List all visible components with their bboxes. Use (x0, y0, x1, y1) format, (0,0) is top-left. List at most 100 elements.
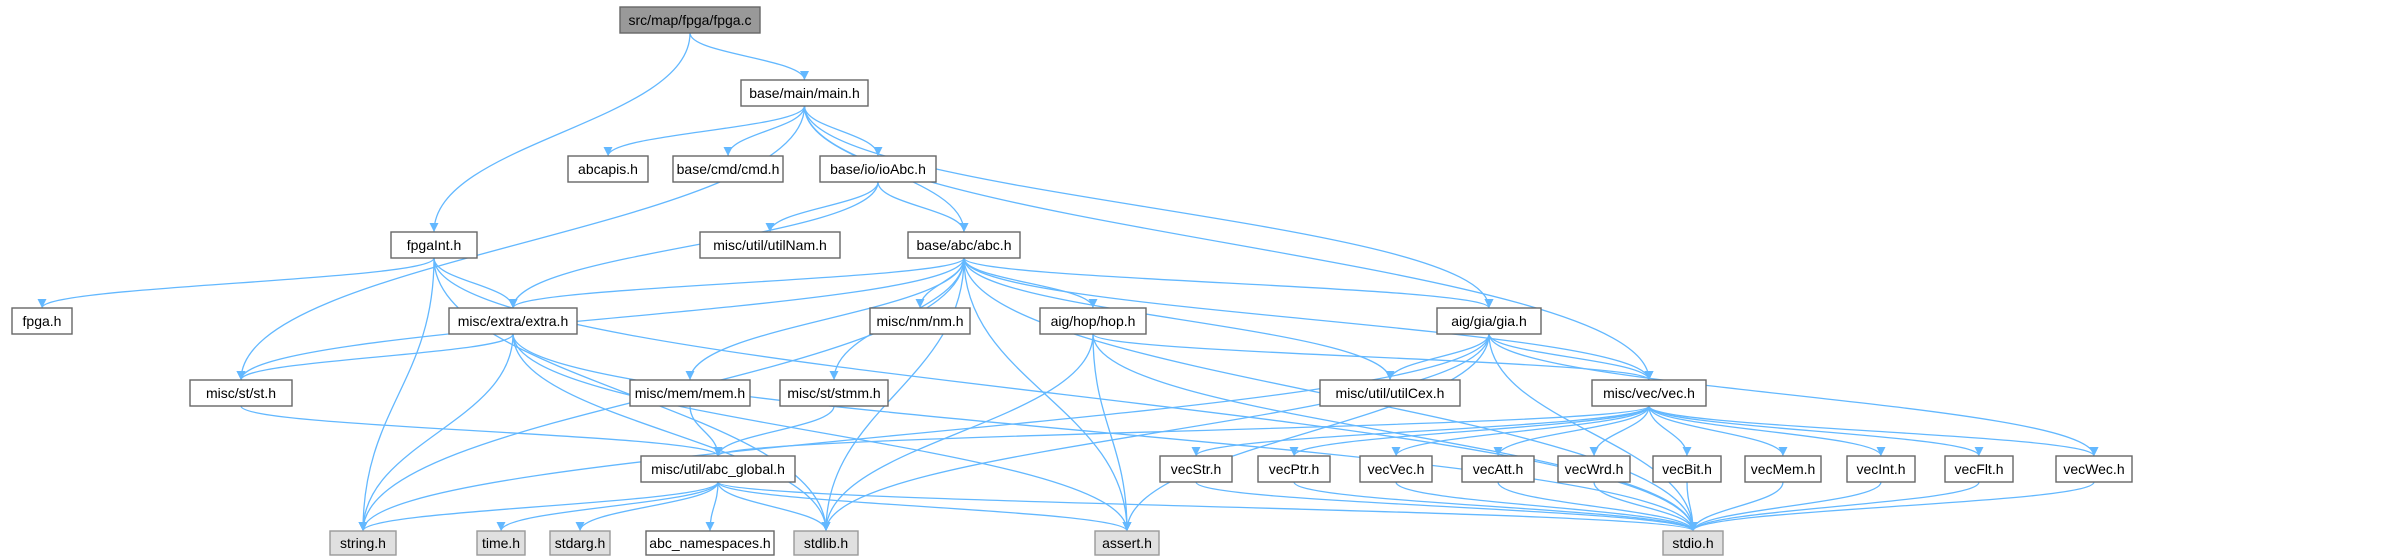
node-box-time_h (476, 530, 526, 556)
edge-extra_h-to-assert_h (512, 333, 1132, 532)
node-abcapis_h[interactable]: abcapis.h (567, 155, 649, 183)
node-vec_h[interactable]: misc/vec/vec.h (1591, 379, 1707, 407)
node-utilNam_h[interactable]: misc/util/utilNam.h (699, 231, 841, 259)
node-box-vecFlt_h (1944, 455, 2014, 483)
node-vecInt_h[interactable]: vecInt.h (1846, 455, 1916, 483)
node-label-fpga_c: src/map/fpga/fpga.c (629, 12, 752, 28)
edge-hop_h-to-vec_h (1092, 333, 1654, 381)
edge-abc_h-to-st_h (236, 257, 965, 381)
node-box-vecVec_h (1359, 455, 1433, 483)
node-ioAbc_h[interactable]: base/io/ioAbc.h (819, 155, 937, 183)
edge-abc_h-to-assert_h (963, 257, 1132, 532)
node-vecWrd_h[interactable]: vecWrd.h (1557, 455, 1631, 483)
edge-vecInt_h-to-stdio_h (1688, 481, 1882, 532)
node-vecBit_h[interactable]: vecBit.h (1652, 455, 1722, 483)
node-assert_h[interactable]: assert.h (1094, 530, 1160, 556)
node-vecVec_h[interactable]: vecVec.h (1359, 455, 1433, 483)
edge-fpga_c-to-fpgaInt_h (429, 32, 691, 233)
node-main_h[interactable]: base/main/main.h (740, 79, 869, 107)
edge-ioAbc_h-to-abc_h (877, 181, 969, 233)
edge-vecVec_h-to-stdio_h (1395, 481, 1698, 532)
node-hop_h[interactable]: aig/hop/hop.h (1039, 307, 1147, 335)
node-box-ioAbc_h (819, 155, 937, 183)
node-box-st_h (189, 379, 293, 407)
edge-main_h-to-vec_h (803, 105, 1654, 381)
node-label-fpgaInt_h: fpgaInt.h (407, 237, 462, 253)
edge-gia_h-to-vec_h (1488, 333, 1654, 381)
node-label-stmm_h: misc/st/stmm.h (787, 385, 880, 401)
node-utilCex_h[interactable]: misc/util/utilCex.h (1319, 379, 1461, 407)
node-box-abc_global_h (640, 455, 796, 483)
node-label-vecWec_h: vecWec.h (2063, 461, 2124, 477)
node-stmm_h[interactable]: misc/st/stmm.h (779, 379, 889, 407)
node-stdio_h[interactable]: stdio.h (1662, 530, 1724, 556)
node-label-mem_h: misc/mem/mem.h (635, 385, 745, 401)
edge-vecStr_h-to-stdio_h (1195, 481, 1698, 532)
node-vecFlt_h[interactable]: vecFlt.h (1944, 455, 2014, 483)
node-label-utilCex_h: misc/util/utilCex.h (1336, 385, 1445, 401)
edge-main_h-to-abcapis_h (603, 105, 806, 157)
edge-abc_global_h-to-stdarg_h (575, 481, 719, 532)
node-label-utilNam_h: misc/util/utilNam.h (713, 237, 827, 253)
edge-vec_h-to-vecWrd_h (1589, 405, 1650, 457)
edge-extra_h-to-string_h (358, 333, 514, 532)
node-time_h[interactable]: time.h (476, 530, 526, 556)
edge-vec_h-to-vecBit_h (1648, 405, 1692, 457)
edge-abc_global_h-to-stdlib_h (717, 481, 831, 532)
node-label-main_h: base/main/main.h (749, 85, 860, 101)
node-abc_namespaces_h[interactable]: abc_namespaces.h (645, 530, 775, 556)
node-label-abcapis_h: abcapis.h (578, 161, 638, 177)
node-label-stdio_h: stdio.h (1672, 535, 1713, 551)
node-label-vecAtt_h: vecAtt.h (1473, 461, 1524, 477)
edge-vec_h-to-vecStr_h (1191, 405, 1650, 457)
nodes-layer: src/map/fpga/fpga.c base/main/main.h fpgaI… (11, 6, 2133, 556)
edge-main_h-to-cmd_h (723, 105, 806, 157)
edge-fpga_c-to-main_h (689, 32, 809, 81)
node-box-abc_h (907, 231, 1021, 259)
node-vecMem_h[interactable]: vecMem.h (1744, 455, 1822, 483)
node-fpgaInt_h[interactable]: fpgaInt.h (390, 231, 478, 259)
node-abc_global_h[interactable]: misc/util/abc_global.h (640, 455, 796, 483)
node-extra_h[interactable]: misc/extra/extra.h (448, 307, 578, 335)
node-label-abc_namespaces_h: abc_namespaces.h (649, 535, 770, 551)
node-label-vecWrd_h: vecWrd.h (1565, 461, 1624, 477)
node-gia_h[interactable]: aig/gia/gia.h (1436, 307, 1542, 335)
node-label-fpga_h: fpga.h (23, 313, 62, 329)
edge-vec_h-to-abc_global_h (713, 405, 1650, 457)
edge-gia_h-to-vecWec_h (1488, 333, 2099, 457)
node-mem_h[interactable]: misc/mem/mem.h (629, 379, 751, 407)
node-vecWec_h[interactable]: vecWec.h (2055, 455, 2133, 483)
edge-fpgaInt_h-to-fpga_h (37, 257, 435, 309)
node-vecAtt_h[interactable]: vecAtt.h (1461, 455, 1535, 483)
node-fpga_c[interactable]: src/map/fpga/fpga.c (619, 6, 761, 34)
edge-fpgaInt_h-to-string_h (358, 257, 435, 532)
node-stdlib_h[interactable]: stdlib.h (793, 530, 859, 556)
node-label-vecStr_h: vecStr.h (1171, 461, 1222, 477)
node-label-vecFlt_h: vecFlt.h (1954, 461, 2003, 477)
edge-gia_h-to-stdio_h (1488, 333, 1698, 532)
edge-abc_h-to-stdlib_h (821, 257, 965, 532)
node-box-utilNam_h (699, 231, 841, 259)
node-fpga_h[interactable]: fpga.h (11, 307, 73, 335)
node-string_h[interactable]: string.h (329, 530, 397, 556)
edge-abc_global_h-to-time_h (496, 481, 719, 532)
node-cmd_h[interactable]: base/cmd/cmd.h (672, 155, 784, 183)
node-box-extra_h (448, 307, 578, 335)
node-abc_h[interactable]: base/abc/abc.h (907, 231, 1021, 259)
node-box-fpgaInt_h (390, 231, 478, 259)
edge-ioAbc_h-to-extra_h (508, 181, 879, 309)
node-box-utilCex_h (1319, 379, 1461, 407)
node-nm_h[interactable]: misc/nm/nm.h (869, 307, 971, 335)
node-box-abc_namespaces_h (645, 530, 775, 556)
node-stdarg_h[interactable]: stdarg.h (549, 530, 611, 556)
node-label-stdarg_h: stdarg.h (555, 535, 606, 551)
node-vecPtr_h[interactable]: vecPtr.h (1257, 455, 1331, 483)
edge-fpgaInt_h-to-extra_h (433, 257, 518, 309)
node-st_h[interactable]: misc/st/st.h (189, 379, 293, 407)
edge-abc_global_h-to-assert_h (717, 481, 1132, 532)
node-box-hop_h (1039, 307, 1147, 335)
edge-vecAtt_h-to-stdio_h (1497, 481, 1698, 532)
node-box-fpga_c (619, 6, 761, 34)
edge-vec_h-to-vecWec_h (1648, 405, 2099, 457)
node-vecStr_h[interactable]: vecStr.h (1159, 455, 1233, 483)
